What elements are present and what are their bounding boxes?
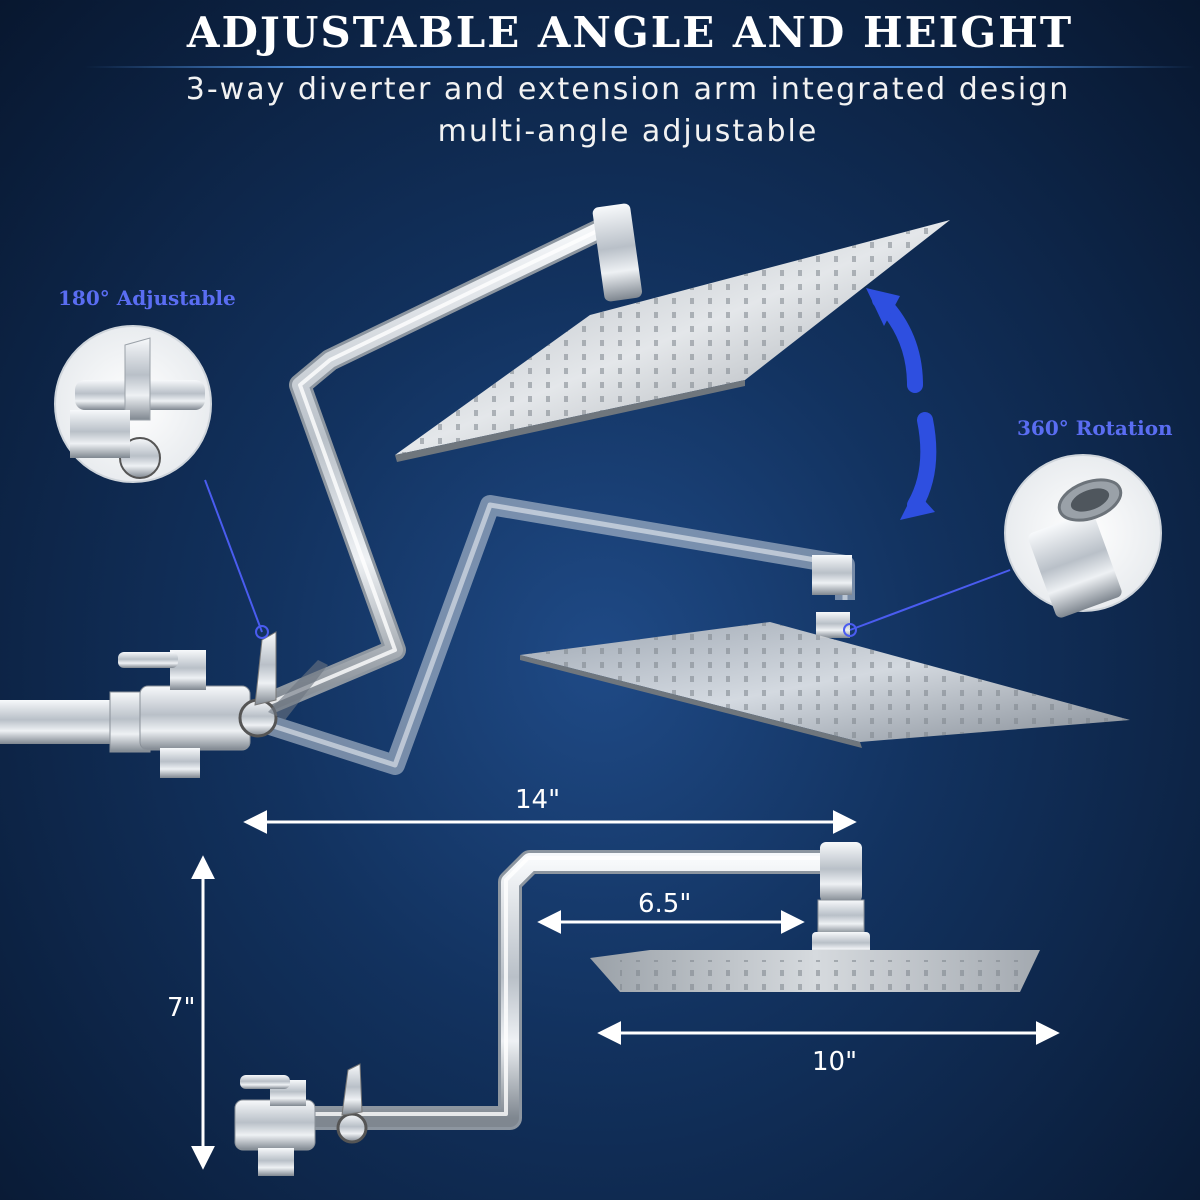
head-offset-label: 6.5" [638, 889, 692, 919]
arm-length-label: 14" [515, 785, 561, 815]
diverter-upper [0, 631, 328, 778]
height-label: 7" [167, 993, 196, 1023]
rotation-callout-circle [843, 454, 1162, 637]
dimension-diagram [234, 842, 1040, 1176]
adjustable-callout-circle [54, 325, 269, 639]
rotation-callout-label: 360° Rotation [1017, 416, 1173, 440]
shower-head-upper [395, 203, 950, 462]
dimension-arrows [191, 810, 1060, 1170]
head-width-label: 10" [812, 1047, 858, 1077]
adjustable-callout-label: 180° Adjustable [58, 286, 236, 310]
shower-head-lower [520, 555, 1130, 748]
subtitle-line-1: 3-way diverter and extension arm integra… [185, 72, 1071, 107]
page-title: ADJUSTABLE ANGLE AND HEIGHT [186, 8, 1074, 57]
tilt-arrow-icon [866, 288, 937, 520]
subtitle-line-2: multi-angle adjustable [437, 114, 819, 149]
raised-arm-position [260, 210, 625, 716]
title-divider [85, 66, 1195, 68]
